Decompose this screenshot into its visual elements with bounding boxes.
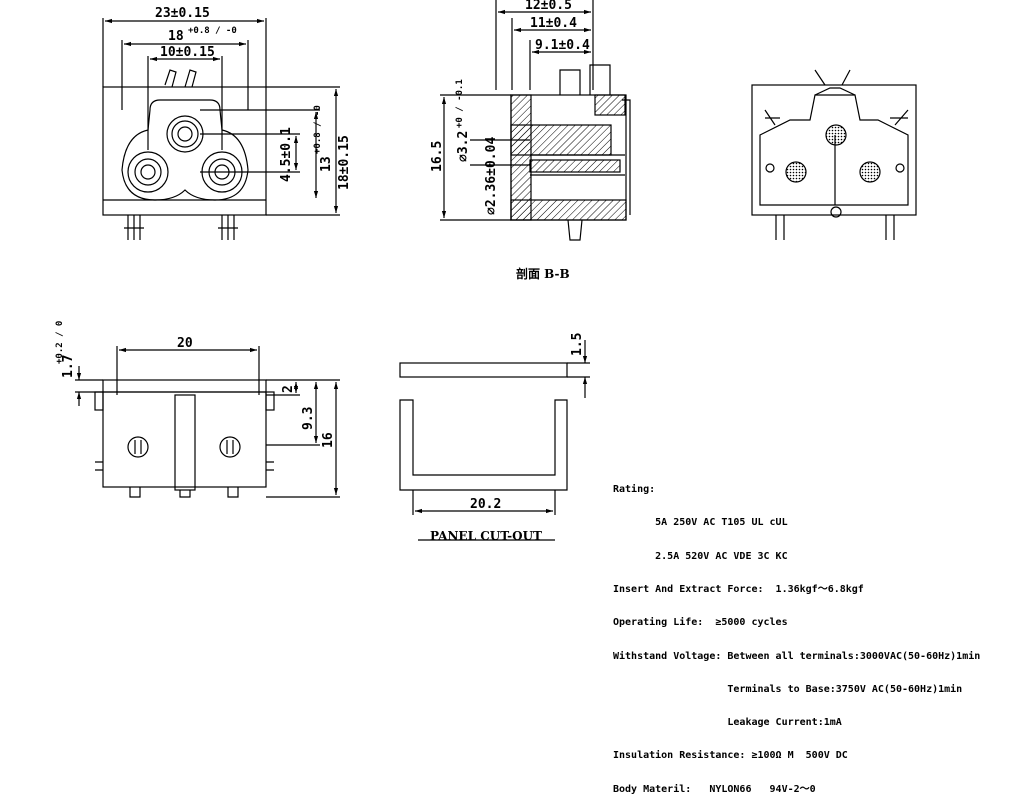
technical-drawing: 23±0.15 18 +0.8 / -0 10±0.15 18±0.15 13 … bbox=[55, 0, 917, 541]
spec-line: 5A 250V AC T105 UL cUL bbox=[613, 517, 788, 529]
dim-dia-b: ∅2.36±0.04 bbox=[484, 137, 499, 215]
rear-body bbox=[751, 84, 917, 216]
dim-top-offset: 1.7 bbox=[61, 355, 76, 378]
spec-line: Terminals to Base:3750V AC(50-60Hz)1min bbox=[613, 683, 963, 695]
dim-top-offset-tol: +0.2 / 0 bbox=[55, 321, 65, 364]
specs-block: Rating: 5A 250V AC T105 UL cUL 2.5A 520V… bbox=[613, 462, 980, 806]
dim-top-width: 20 bbox=[177, 336, 193, 351]
dim-height-outer: 18±0.15 bbox=[337, 135, 352, 190]
panel-plate bbox=[399, 362, 568, 378]
spec-line: Rating: bbox=[613, 484, 656, 496]
dim-depth-b: 11±0.4 bbox=[530, 16, 577, 31]
side-hatch-lower bbox=[510, 199, 627, 221]
rear-view bbox=[751, 69, 917, 240]
panel-cutout-shape bbox=[399, 399, 568, 491]
front-bottom-legs bbox=[124, 215, 238, 240]
dim-depth-c: 9.1±0.4 bbox=[535, 38, 590, 53]
dim-panel-width: 20.2 bbox=[470, 497, 501, 512]
dim-depth-a: 12±0.5 bbox=[525, 0, 572, 13]
front-body bbox=[102, 86, 267, 216]
spec-line: 2.5A 520V AC VDE 3C KC bbox=[613, 550, 788, 562]
dim-mid-width: 18 bbox=[168, 29, 184, 44]
panel-cutout-label: PANEL CUT-OUT bbox=[430, 529, 542, 543]
top-view bbox=[75, 346, 340, 498]
dim-height-mid: 13 bbox=[319, 156, 334, 172]
front-top-pins bbox=[164, 69, 197, 88]
front-view bbox=[102, 18, 340, 240]
side-section-view bbox=[440, 0, 631, 241]
spec-line: Operating Life: ≥5000 cycles bbox=[613, 617, 788, 629]
top-body bbox=[102, 391, 267, 488]
dim-inner-width: 10±0.15 bbox=[160, 45, 215, 60]
section-label-text: 剖面 B-B bbox=[516, 267, 570, 281]
dim-top-step: 2 bbox=[281, 385, 296, 393]
spec-line: Leakage Current:1mA bbox=[613, 717, 842, 729]
dim-panel-thickness: 1.5 bbox=[570, 333, 585, 356]
dim-top-overall-height: 16 bbox=[321, 432, 336, 448]
dim-top-inner-height: 9.3 bbox=[301, 407, 316, 430]
spec-line: Body Materil: NYLON66 94V-2～0 bbox=[613, 783, 816, 795]
dim-side-height: 16.5 bbox=[430, 141, 445, 172]
dim-height-inner: 4.5±0.1 bbox=[279, 127, 294, 182]
dim-dia-a-tol: +0 / -0.1 bbox=[455, 79, 465, 128]
dim-overall-width: 23±0.15 bbox=[155, 6, 210, 21]
front-socket-outline bbox=[121, 99, 249, 201]
top-flange bbox=[102, 379, 267, 393]
dim-dia-a: ∅3.2 bbox=[456, 131, 471, 162]
panel-cutout bbox=[399, 340, 590, 541]
spec-line: Insert And Extract Force: 1.36kgf～6.8kgf bbox=[613, 584, 864, 596]
dim-height-mid-tol: +0.8 / -0 bbox=[313, 105, 323, 154]
spec-line: Withstand Voltage: Between all terminals… bbox=[613, 650, 981, 662]
spec-line: Insulation Resistance: ≥100Ω M 500V DC bbox=[613, 750, 848, 762]
side-hatch-right bbox=[594, 94, 626, 116]
dim-mid-width-tol: +0.8 / -0 bbox=[188, 26, 237, 36]
